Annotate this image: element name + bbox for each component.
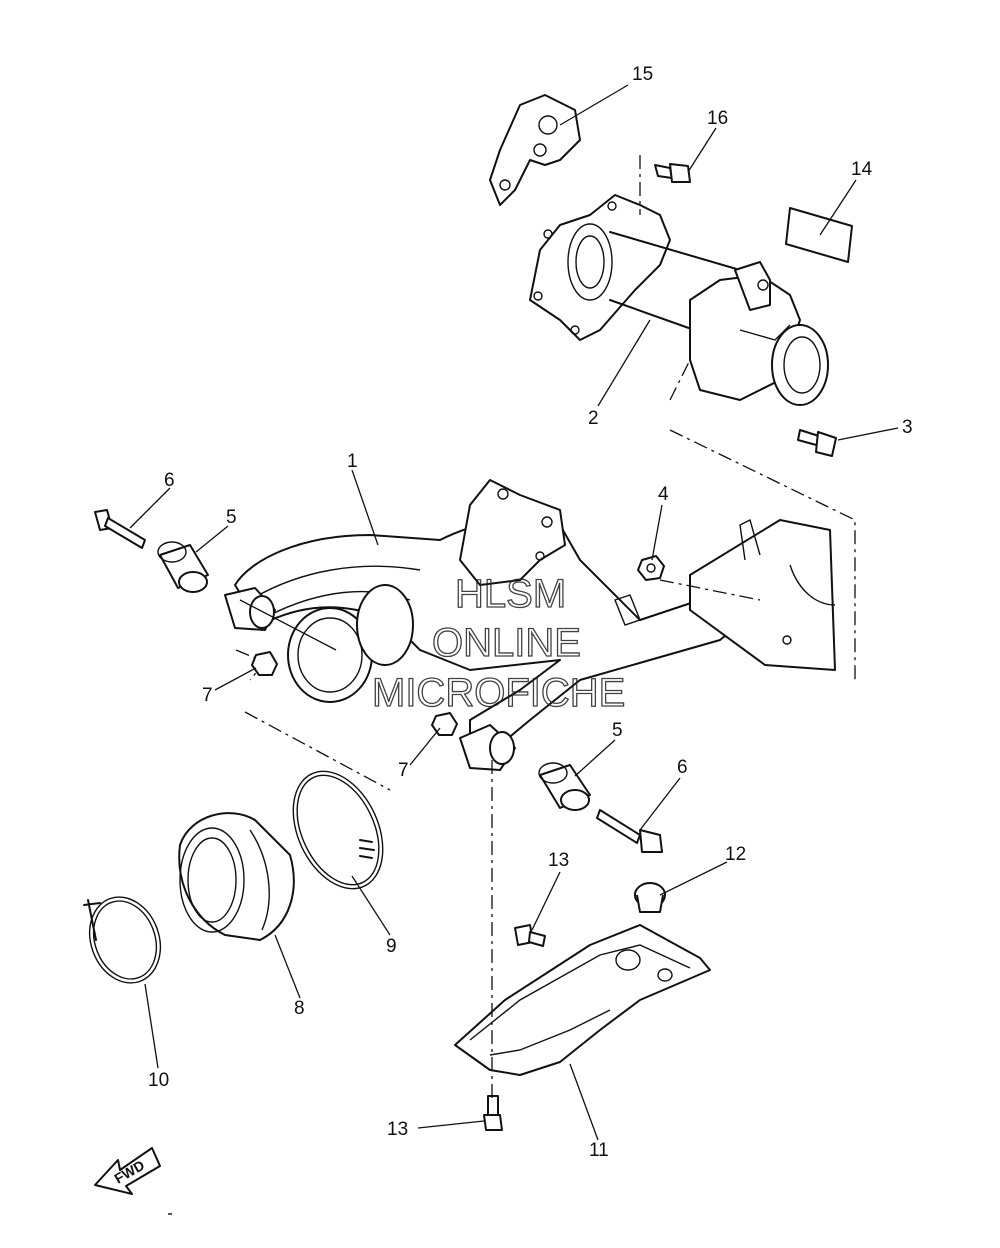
part-14-label-plate — [785, 207, 853, 263]
label-part-8: 8 — [294, 998, 305, 1019]
label-part-13-upper: 13 — [548, 850, 569, 871]
label-part-11: 11 — [589, 1140, 609, 1161]
label-part-10: 10 — [148, 1070, 169, 1091]
label-part-6-lower: 6 — [677, 757, 688, 778]
part-3-bolt — [797, 429, 837, 457]
part-13-bolt-upper — [514, 924, 546, 947]
fwd-arrow-icon: FWD — [94, 1147, 161, 1195]
label-part-7-lower: 7 — [398, 760, 409, 781]
part-6-pivot-bolt-upper — [94, 509, 146, 549]
leader-lines — [129, 84, 899, 1141]
part-10-band — [83, 896, 162, 984]
part-7-nut-lower — [431, 712, 458, 736]
part-number-labels: 15 16 14 2 3 1 4 6 5 7 7 5 6 13 12 9 8 1… — [148, 64, 913, 1161]
label-part-15: 15 — [632, 64, 653, 85]
watermark-line1: HLSM — [455, 572, 566, 616]
part-6-pivot-bolt-lower — [596, 809, 663, 853]
label-part-6-upper: 6 — [164, 470, 175, 491]
watermark-line2: ONLINE — [432, 621, 581, 665]
part-8-rubber-boot — [178, 812, 295, 941]
label-part-5-lower: 5 — [612, 720, 623, 741]
label-part-1: 1 — [347, 451, 358, 472]
label-part-12: 12 — [725, 844, 746, 865]
part-16-bolt — [654, 163, 691, 183]
label-part-2: 2 — [588, 408, 599, 429]
watermark-line3: MICROFICHE — [372, 671, 625, 715]
label-part-7-upper: 7 — [202, 685, 213, 706]
part-9-clamp — [292, 770, 384, 890]
label-part-14: 14 — [851, 159, 873, 180]
label-part-4: 4 — [658, 484, 669, 505]
part-15-bracket — [489, 94, 581, 206]
part-13-bolt-lower — [483, 1095, 503, 1131]
part-12-rubber-stopper — [634, 882, 666, 913]
part-5-bushing-upper — [157, 541, 209, 593]
label-part-3: 3 — [902, 417, 913, 438]
label-part-5-upper: 5 — [226, 507, 237, 528]
part-7-nut-upper — [251, 651, 278, 676]
part-4-nut — [637, 555, 665, 581]
label-part-16: 16 — [707, 108, 728, 129]
part-5-bushing-lower — [538, 762, 591, 811]
label-part-13-lower: 13 — [387, 1119, 408, 1140]
label-part-9: 9 — [386, 936, 397, 957]
part-11-swingarm-guard — [454, 924, 711, 1076]
part-1-swingarm — [224, 479, 836, 771]
watermark: HLSM ONLINE MICROFICHE — [371, 571, 626, 715]
part-2-axle-housing — [529, 194, 829, 406]
